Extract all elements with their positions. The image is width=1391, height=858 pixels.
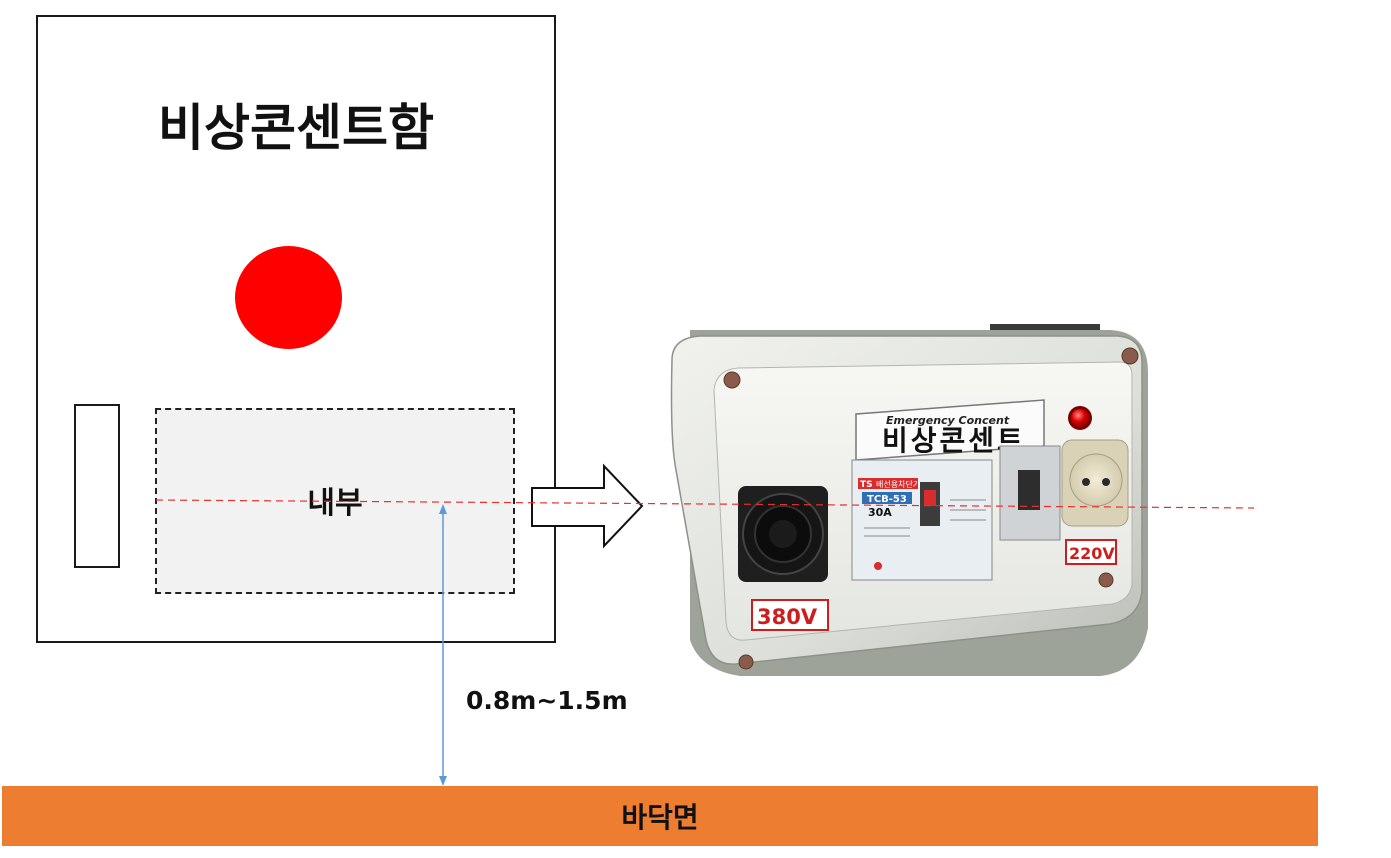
breaker-brand: TS	[860, 480, 873, 490]
breaker-model: TCB-53	[867, 494, 907, 505]
arrow-right-icon	[532, 466, 642, 546]
label-380v: 380V	[757, 605, 818, 629]
dimension-arrow-icon	[439, 504, 447, 786]
breaker-rating: 30A	[868, 506, 892, 519]
label-220v: 220V	[1069, 544, 1115, 563]
emergency-outlet-device: Emergency Concent 비상콘센트 TS 배선용차단기 TCB-53…	[672, 324, 1149, 676]
breaker-title: 배선용차단기	[876, 479, 920, 489]
